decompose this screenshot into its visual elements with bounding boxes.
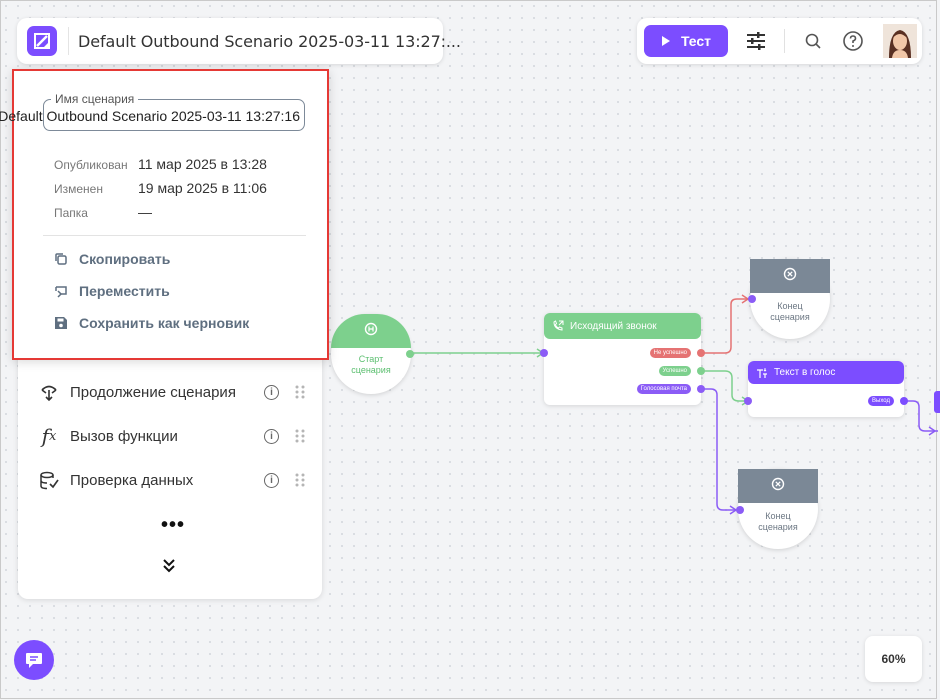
title-separator xyxy=(68,27,69,55)
drag-handle-icon[interactable] xyxy=(295,429,305,443)
modified-key: Изменен xyxy=(54,182,103,196)
test-button-label: Тест xyxy=(680,33,712,49)
app-logo[interactable] xyxy=(27,26,57,56)
drag-handle-icon[interactable] xyxy=(295,385,305,399)
copy-label: Скопировать xyxy=(79,251,171,267)
scenario-info-popover: Имя сценария Default Outbound Scenario 2… xyxy=(0,69,329,360)
block-item-label: Вызов функции xyxy=(70,427,178,445)
end-icon xyxy=(783,267,797,281)
block-item-label: Продолжение сценария xyxy=(70,383,236,401)
tts-header: Текст в голос xyxy=(748,361,904,384)
end-node-top[interactable]: Конец сценария xyxy=(748,259,830,339)
start-node-label: Старт сценария xyxy=(351,354,391,375)
folder-value: — xyxy=(138,204,152,220)
output-voicemail-port[interactable] xyxy=(697,385,705,393)
tts-output-exit: Выход xyxy=(868,396,894,406)
end-top-input-port[interactable] xyxy=(748,295,756,303)
end-node-bottom-label: Конец сценария xyxy=(758,511,798,532)
outgoing-call-header: Исходящий звонок xyxy=(544,313,701,339)
search-icon[interactable] xyxy=(800,28,826,54)
block-item-continue[interactable]: Продолжение сценария i xyxy=(18,377,322,407)
top-toolbar: Тест xyxy=(637,18,922,64)
published-key: Опубликован xyxy=(54,158,128,172)
tts-output-port[interactable] xyxy=(900,397,908,405)
continue-icon xyxy=(38,381,60,403)
block-item-data-check[interactable]: Проверка данных i xyxy=(18,465,322,495)
help-icon[interactable] xyxy=(840,28,866,54)
output-success: Успешно xyxy=(658,366,691,376)
popover-divider xyxy=(43,235,306,236)
save-draft-action[interactable]: Сохранить как черновик xyxy=(54,315,249,331)
data-check-icon xyxy=(38,469,60,491)
published-value: 11 мар 2025 в 13:28 xyxy=(138,156,267,172)
chat-icon xyxy=(26,653,42,668)
info-icon[interactable]: i xyxy=(264,472,279,488)
output-fail: Не успешно xyxy=(649,348,691,358)
start-output-port[interactable] xyxy=(406,350,414,358)
save-draft-label: Сохранить как черновик xyxy=(79,315,250,331)
move-icon xyxy=(55,286,67,298)
text-to-speech-node[interactable]: Текст в голос Выход xyxy=(744,361,908,417)
move-label: Переместить xyxy=(79,283,170,299)
settings-sliders-icon[interactable] xyxy=(743,28,769,54)
more-blocks-button[interactable]: ••• xyxy=(161,514,186,536)
block-item-label: Проверка данных xyxy=(70,471,194,489)
logo-icon xyxy=(34,33,50,49)
tts-title: Текст в голос xyxy=(774,367,836,378)
move-action[interactable]: Переместить xyxy=(54,283,170,299)
expand-down-icon[interactable] xyxy=(161,557,177,573)
copy-icon xyxy=(55,253,67,265)
end-node-top-cap xyxy=(750,259,830,293)
user-avatar[interactable] xyxy=(883,24,917,58)
call-input-port[interactable] xyxy=(540,349,548,357)
phone-outgoing-icon xyxy=(553,320,564,331)
support-chat-button[interactable] xyxy=(14,640,54,680)
save-icon xyxy=(55,317,67,329)
scenario-name-input[interactable]: Default Outbound Scenario 2025-03-11 13:… xyxy=(0,108,300,124)
scenario-title[interactable]: Default Outbound Scenario 2025-03-11 13:… xyxy=(78,31,461,51)
tts-icon xyxy=(757,367,767,378)
copy-action[interactable]: Скопировать xyxy=(54,251,170,267)
output-fail-port[interactable] xyxy=(697,349,705,357)
info-icon[interactable]: i xyxy=(264,428,279,444)
scenario-name-legend: Имя сценария xyxy=(51,92,139,106)
tts-input-port[interactable] xyxy=(744,397,752,405)
end-icon xyxy=(771,477,785,491)
info-icon[interactable]: i xyxy=(264,384,279,400)
avatar-image xyxy=(883,24,917,58)
zoom-level[interactable]: 60% xyxy=(865,636,922,682)
scenario-name-field[interactable] xyxy=(43,99,305,131)
scenario-title-bar: Default Outbound Scenario 2025-03-11 13:… xyxy=(17,18,461,64)
end-node-bottom[interactable]: Конец сценария xyxy=(736,469,818,549)
test-button[interactable]: Тест xyxy=(644,25,728,57)
play-icon xyxy=(661,36,670,46)
output-voicemail: Голосовая почта xyxy=(636,384,691,394)
end-node-top-label: Конец сценария xyxy=(770,301,810,322)
offscreen-node-edge xyxy=(934,391,940,413)
output-success-port[interactable] xyxy=(697,367,705,375)
start-node[interactable]: Старт сценария xyxy=(331,314,414,394)
end-node-bottom-cap xyxy=(738,469,818,503)
folder-key: Папка xyxy=(54,206,88,220)
outgoing-call-node[interactable]: Исходящий звонок Не успешно Успешно Голо… xyxy=(540,313,705,405)
end-bottom-input-port[interactable] xyxy=(736,506,744,514)
outgoing-call-title: Исходящий звонок xyxy=(570,320,657,332)
toolbar-separator xyxy=(784,29,785,53)
start-icon xyxy=(364,322,378,336)
drag-handle-icon[interactable] xyxy=(295,473,305,487)
modified-value: 19 мар 2025 в 11:06 xyxy=(138,180,267,196)
